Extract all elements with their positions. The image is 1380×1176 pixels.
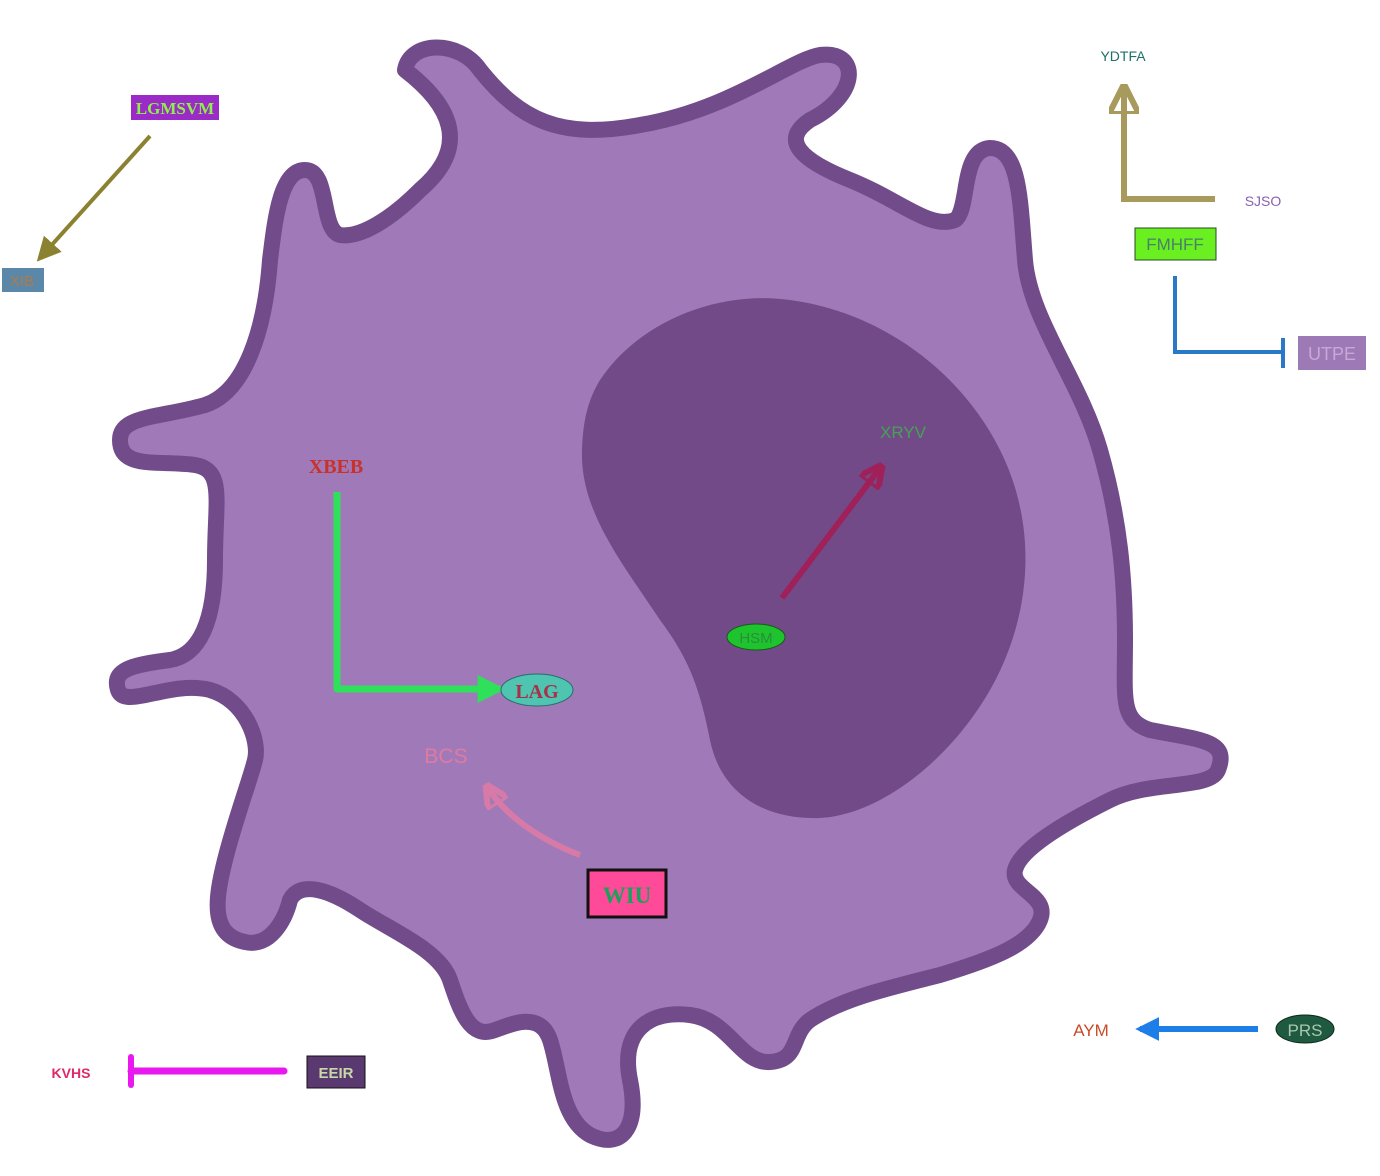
hsm-node	[726, 623, 786, 651]
lag-node	[500, 673, 574, 707]
kvhs-label: KVHS	[52, 1065, 91, 1081]
lag-label: LAG	[515, 681, 559, 703]
fmhff-to-utpe-inhibition	[1173, 276, 1282, 354]
lgmsvm-box	[131, 95, 219, 120]
wiu-box	[586, 868, 668, 919]
prs-node	[1275, 1014, 1335, 1044]
nucleus	[581, 298, 1026, 819]
eeir-label: EEIR	[318, 1065, 353, 1082]
xbeb-to-lag-arrow	[333, 492, 506, 703]
hsm-to-xryv-arrow	[779, 468, 880, 600]
utpe-label: UTPE	[1308, 344, 1356, 364]
fmhff-label: FMHFF	[1146, 235, 1204, 254]
lgmsvm-to-xib-arrow	[36, 134, 152, 262]
aym-label: AYM	[1073, 1021, 1109, 1040]
wiu-to-bcs-arrow	[488, 788, 582, 858]
bcs-label: BCS	[424, 745, 467, 768]
fmhff-box	[1134, 227, 1217, 261]
hsm-label: HSM	[739, 630, 772, 647]
sjso-label: SJSO	[1245, 193, 1282, 209]
xryv-label: XRYV	[880, 423, 927, 442]
sjso-to-ydtfa-arrow	[1124, 90, 1215, 202]
lgmsvm-label: LGMSVM	[136, 99, 214, 118]
prs-label: PRS	[1288, 1021, 1323, 1040]
utpe-box	[1298, 336, 1366, 370]
eeir-box	[306, 1055, 366, 1089]
xib-box	[2, 268, 44, 292]
xib-label: XIB	[10, 273, 34, 290]
wiu-label: WIU	[603, 883, 652, 908]
xbeb-label: XBEB	[309, 456, 363, 478]
ydtfa-label: YDTFA	[1100, 48, 1146, 64]
